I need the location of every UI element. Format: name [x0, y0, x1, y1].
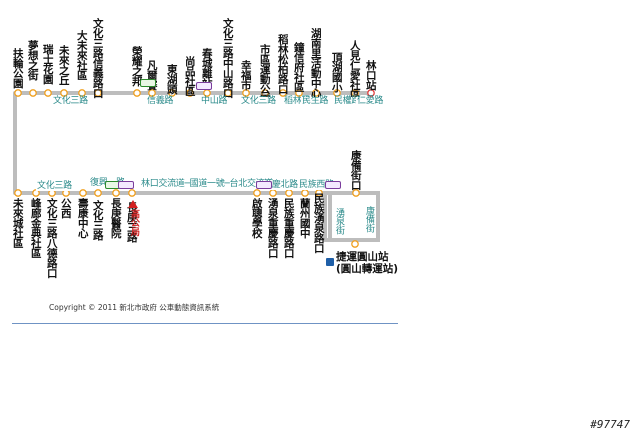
warning-triangle-icon: [128, 200, 138, 208]
stop-marker[interactable]: [78, 89, 86, 97]
terminal-stop-marker[interactable]: [351, 240, 359, 248]
stop-label-top[interactable]: 春城離站: [200, 48, 213, 88]
stop-marker[interactable]: [94, 189, 102, 197]
stop-label-bottom[interactable]: 長庚三路: [125, 202, 138, 242]
stop-label-bottom[interactable]: 蘭州國中: [298, 198, 311, 238]
copyright-divider: [12, 323, 398, 324]
stop-label-top[interactable]: 尚品社區: [183, 56, 196, 96]
road-label-top: 仁愛路: [356, 96, 385, 106]
stop-label-bottom[interactable]: 康備街口: [349, 150, 362, 190]
stop-label-top[interactable]: 稻林松柏路口: [276, 34, 289, 94]
stop-label-bottom[interactable]: 民族湧泉路口: [312, 193, 325, 253]
mrt-icon: [326, 258, 334, 266]
stop-label-top[interactable]: 市區運動公園: [258, 44, 271, 104]
bus-transfer-icon[interactable]: [325, 181, 341, 189]
stop-label-top[interactable]: 人見仁愛社區: [348, 40, 361, 100]
stop-marker[interactable]: [32, 189, 40, 197]
stop-label-top[interactable]: 林口站: [364, 60, 377, 90]
terminal-label: 捷運圓山站 (圓山轉運站): [336, 251, 398, 275]
red-note: 高公局: [129, 209, 139, 236]
stop-label-bottom[interactable]: 公西: [59, 198, 72, 218]
road-label-top: 中山路: [200, 96, 229, 106]
stop-marker[interactable]: [94, 89, 102, 97]
stop-label-bottom[interactable]: 壽康中心: [76, 198, 89, 238]
road-label-bottom: 文化三路: [36, 181, 73, 191]
stop-label-top[interactable]: 鐘信府社區: [292, 42, 305, 92]
stop-marker[interactable]: [128, 189, 136, 197]
stop-label-top[interactable]: 大未來社區: [75, 30, 88, 80]
bus-transfer-icon[interactable]: [256, 181, 272, 189]
stop-marker[interactable]: [279, 89, 287, 97]
stop-marker[interactable]: [333, 89, 341, 97]
road-label-top: 稻林路: [283, 96, 312, 106]
stop-marker[interactable]: [285, 189, 293, 197]
road-label-top: 民權路: [333, 96, 362, 106]
stop-label-bottom[interactable]: 未來城社區: [11, 198, 24, 248]
stop-marker[interactable]: [301, 189, 309, 197]
copyright-text: Copyright © 2011 新北市政府 公車動態資訊系統: [49, 303, 220, 312]
stop-label-top[interactable]: 文化三路中山路口: [221, 18, 234, 98]
stop-label-bottom[interactable]: 長庚醫院: [109, 198, 122, 238]
stop-marker[interactable]: [312, 89, 320, 97]
stop-marker[interactable]: [261, 89, 269, 97]
stop-label-top[interactable]: 扶輪公園: [11, 48, 24, 88]
stop-marker[interactable]: [224, 89, 232, 97]
terminal-line1: 捷運圓山站: [336, 251, 389, 263]
terminal-stop-marker[interactable]: [367, 89, 375, 97]
stop-label-top[interactable]: 頂湖國小: [330, 52, 343, 92]
stop-marker[interactable]: [242, 89, 250, 97]
stop-marker[interactable]: [269, 189, 277, 197]
road-label-bottom: 林口交流道─國道一號─台北交流道: [140, 179, 275, 189]
bus-transfer-icon[interactable]: [118, 181, 134, 189]
stop-marker[interactable]: [253, 189, 261, 197]
stop-label-top[interactable]: 東湖頭: [165, 64, 178, 94]
bus-transfer-icon[interactable]: [196, 82, 212, 90]
terminal-line2: (圓山轉運站): [336, 263, 399, 276]
stop-label-bottom[interactable]: 文化三路八德路口: [45, 198, 58, 278]
stop-label-bottom[interactable]: 湧泉重慶路口: [266, 198, 279, 258]
loop-road-yongquan: 湧泉街: [334, 208, 344, 235]
stop-label-top[interactable]: 夢想之街: [26, 40, 39, 80]
road-label-bottom: 重慶北路: [262, 180, 299, 190]
stop-label-top[interactable]: 未來之丘: [57, 45, 70, 85]
road-label-top: 民生路: [301, 96, 330, 106]
stop-marker[interactable]: [44, 89, 52, 97]
stop-label-top[interactable]: 湖南里活動中心: [309, 28, 322, 98]
stop-label-top[interactable]: 幸福市: [239, 60, 252, 90]
stop-label-bottom[interactable]: 民族重慶路口: [282, 198, 295, 258]
stop-label-bottom[interactable]: 啟聰學校: [250, 198, 263, 238]
stop-label-top[interactable]: 文化三路信義路口: [91, 18, 104, 98]
stop-marker[interactable]: [60, 89, 68, 97]
bus-transfer-icon[interactable]: [140, 79, 156, 87]
loop-road-kangbei: 康備街: [364, 206, 374, 233]
stop-marker[interactable]: [168, 89, 176, 97]
stop-marker[interactable]: [79, 189, 87, 197]
stop-marker[interactable]: [295, 89, 303, 97]
road-label-top: 信義路: [146, 96, 175, 106]
stop-marker[interactable]: [14, 189, 22, 197]
stop-marker[interactable]: [351, 89, 359, 97]
stop-marker[interactable]: [148, 89, 156, 97]
stop-marker[interactable]: [133, 89, 141, 97]
stop-label-top[interactable]: 榮耀之邦: [130, 46, 143, 86]
road-label-top: 文化三路: [240, 96, 277, 106]
stop-label-bottom[interactable]: 文化三路: [91, 200, 104, 240]
stop-marker[interactable]: [112, 189, 120, 197]
stop-marker[interactable]: [186, 89, 194, 97]
stop-marker[interactable]: [352, 189, 360, 197]
watermark: #97747: [590, 418, 630, 431]
stop-label-bottom[interactable]: 峰廊金典社區: [29, 198, 42, 258]
road-label-top: 文化三路: [52, 96, 89, 106]
road-label-bottom: 民族西路: [298, 180, 335, 190]
stop-label-top[interactable]: 瑞士花園: [41, 44, 54, 84]
stop-marker[interactable]: [29, 89, 37, 97]
stop-marker[interactable]: [14, 89, 22, 97]
